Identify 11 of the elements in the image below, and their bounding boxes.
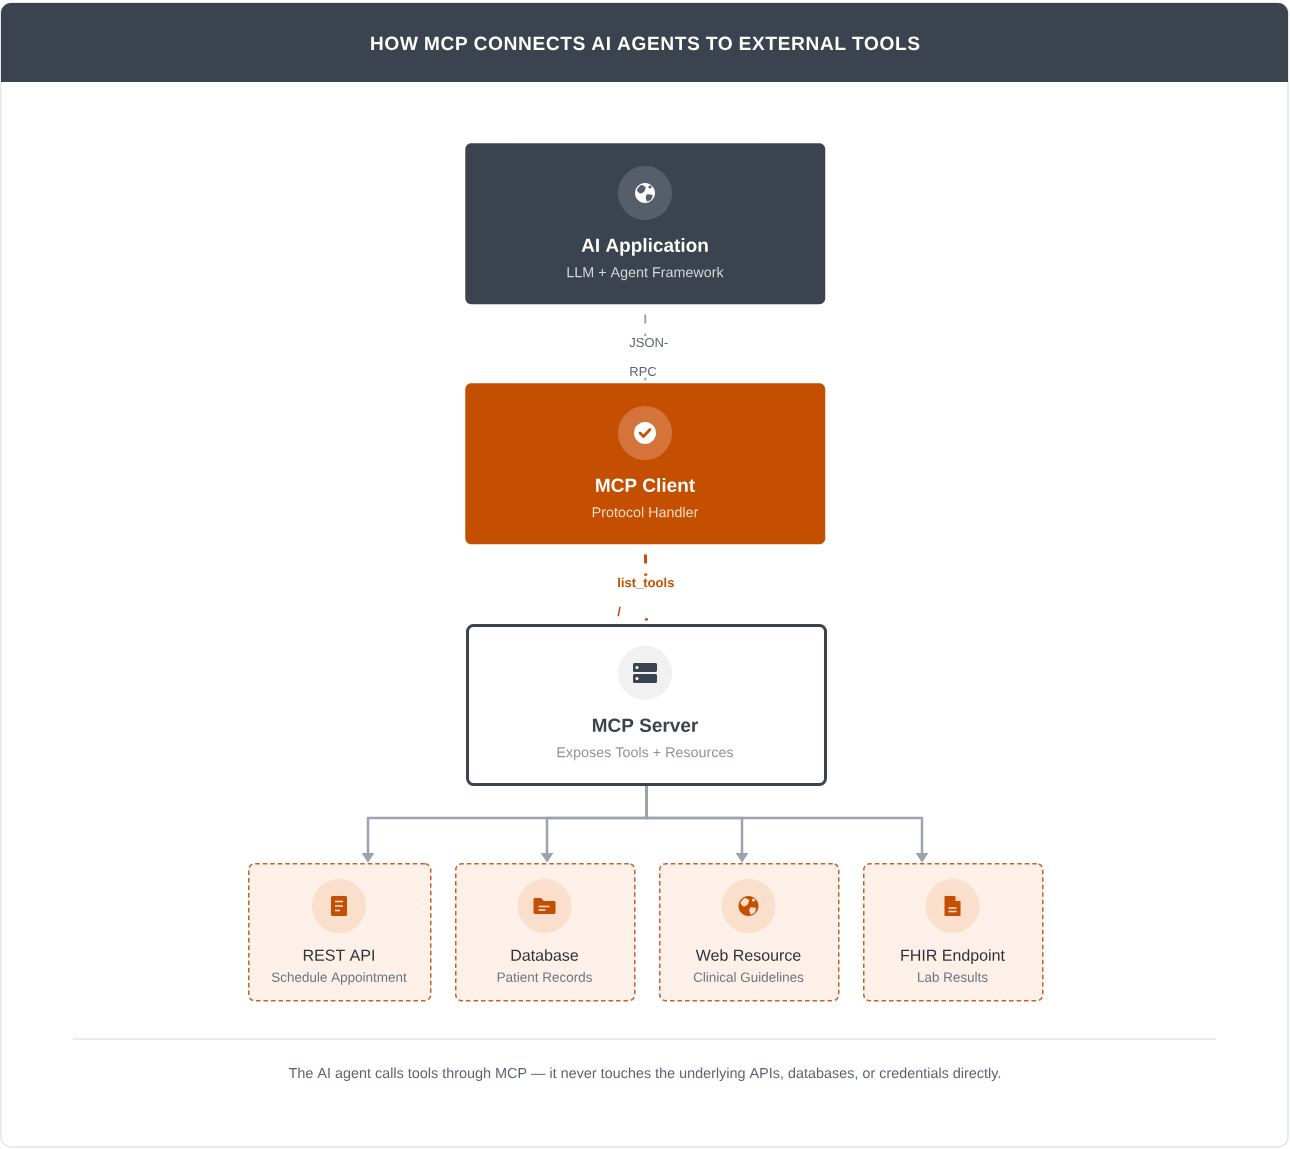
edge-label: list_tools / <box>615 575 682 619</box>
tool-box: Web Resource Clinical Guidelines <box>659 863 840 1002</box>
edge-label: JSON-RPC <box>627 335 678 379</box>
component-box: MCP Client Protocol Handler <box>465 383 826 545</box>
component-box: AI Application LLM + Agent Framework <box>465 143 826 305</box>
title-bar: HOW MCP CONNECTS AI AGENTS TO EXTERNAL TOOLS <box>1 3 1288 82</box>
tool-box: Database Patient Records <box>455 863 636 1002</box>
tool-box: FHIR Endpoint Lab Results <box>863 863 1044 1002</box>
caption: The AI agent calls tools through MCP — it never touches the underlying APIs, databases, or credentials directly. <box>288 1067 1001 1081</box>
tool-box: REST API Schedule Appointment <box>248 863 432 1002</box>
component-box: MCP Server Exposes Tools + Resources <box>466 624 827 786</box>
